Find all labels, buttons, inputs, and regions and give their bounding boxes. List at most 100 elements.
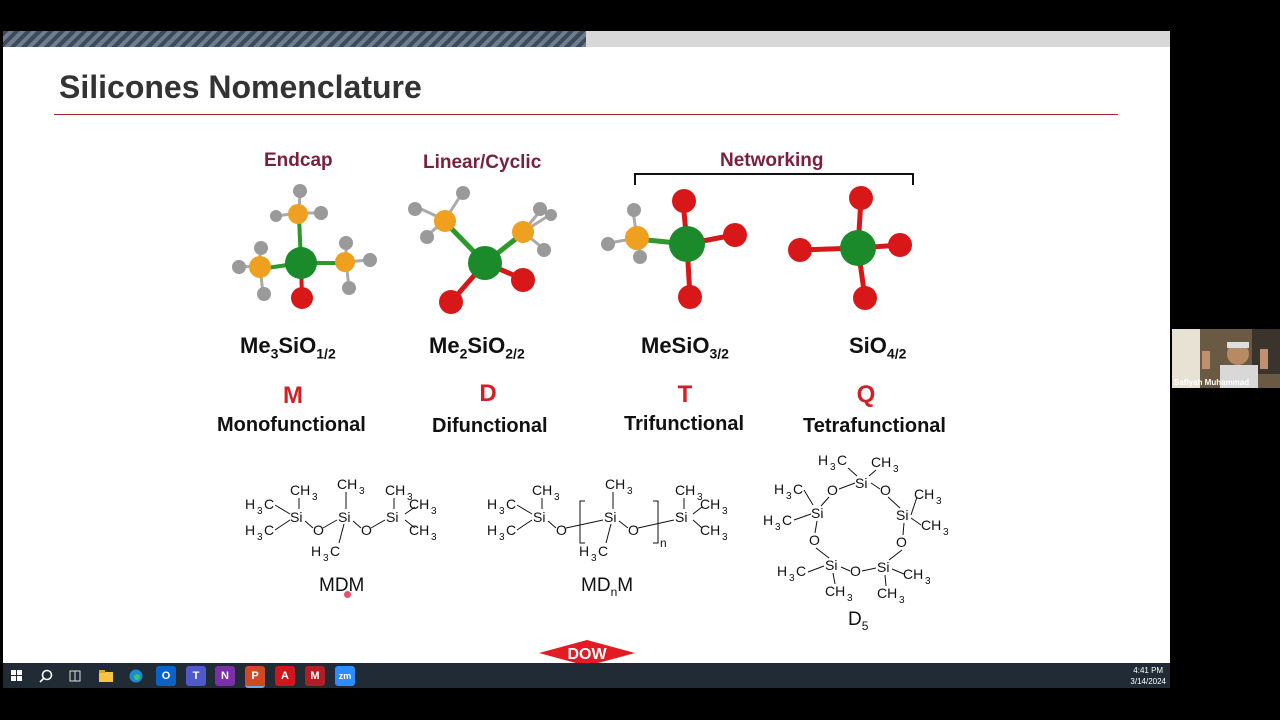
name-difunctional: Difunctional [432, 415, 548, 437]
svg-text:O: O [880, 482, 891, 498]
svg-text:3: 3 [312, 492, 318, 503]
svg-text:3: 3 [591, 553, 597, 564]
svg-text:CH: CH [825, 583, 845, 599]
svg-text:H: H [245, 496, 255, 512]
onenote-icon[interactable]: N [215, 666, 235, 686]
powerpoint-icon[interactable]: P [245, 666, 265, 688]
svg-text:Si: Si [604, 509, 616, 525]
svg-text:CH: CH [385, 482, 405, 498]
svg-text:Si: Si [533, 509, 545, 525]
formula-m: Me3SiO1/2 [240, 333, 336, 362]
svg-text:3: 3 [257, 506, 263, 517]
svg-text:3: 3 [627, 486, 633, 497]
svg-text:3: 3 [925, 576, 931, 587]
svg-text:CH: CH [903, 566, 923, 582]
svg-text:CH: CH [337, 476, 357, 492]
svg-text:3: 3 [554, 492, 560, 503]
svg-text:Si: Si [855, 475, 867, 491]
svg-text:H: H [777, 563, 787, 579]
svg-text:C: C [330, 543, 340, 559]
letter-d: D [479, 380, 497, 407]
svg-text:Si: Si [811, 505, 823, 521]
file-explorer-icon[interactable] [96, 666, 116, 686]
task-view-icon[interactable] [65, 666, 85, 686]
participant-name: Safiyah Muhammad [1174, 378, 1250, 387]
svg-text:O: O [850, 563, 861, 579]
svg-text:3: 3 [893, 464, 899, 475]
svg-text:3: 3 [775, 522, 781, 533]
svg-text:Si: Si [675, 509, 687, 525]
svg-text:C: C [793, 481, 803, 497]
svg-text:O: O [827, 482, 838, 498]
svg-text:3: 3 [943, 527, 949, 538]
zoom-icon[interactable]: zm [335, 666, 355, 686]
svg-text:O: O [556, 522, 567, 538]
svg-text:CH: CH [914, 486, 934, 502]
svg-text:3: 3 [847, 593, 853, 604]
molecule-m-3d [232, 184, 377, 309]
svg-text:3: 3 [789, 573, 795, 584]
category-networking: Networking [720, 150, 824, 171]
formula-d: Me2SiO2/2 [429, 333, 525, 362]
svg-text:O: O [313, 522, 324, 538]
svg-text:H: H [763, 512, 773, 528]
svg-text:3: 3 [257, 532, 263, 543]
svg-text:Si: Si [877, 559, 889, 575]
letter-q: Q [856, 381, 876, 408]
system-clock[interactable]: 4:41 PM 3/14/2024 [1130, 665, 1166, 687]
svg-text:O: O [361, 522, 372, 538]
dow-logo: DOW [539, 640, 635, 663]
svg-text:C: C [506, 522, 516, 538]
svg-text:H: H [487, 496, 497, 512]
svg-text:O: O [809, 532, 820, 548]
svg-text:Si: Si [896, 507, 908, 523]
svg-text:H: H [311, 543, 321, 559]
title-divider [54, 114, 1118, 115]
svg-text:3: 3 [936, 496, 942, 507]
svg-text:H: H [487, 522, 497, 538]
search-icon[interactable] [36, 666, 56, 686]
svg-text:O: O [628, 522, 639, 538]
label-mdnm: MDnM [581, 575, 634, 599]
svg-text:O: O [896, 534, 907, 550]
letter-m: M [283, 382, 303, 409]
windows-start-icon[interactable] [7, 666, 27, 686]
clock-time: 4:41 PM [1133, 666, 1164, 675]
svg-text:C: C [264, 496, 274, 512]
svg-text:CH: CH [877, 585, 897, 601]
svg-text:n: n [660, 536, 667, 550]
svg-text:3: 3 [407, 492, 413, 503]
svg-text:C: C [796, 563, 806, 579]
teams-icon[interactable]: T [186, 666, 206, 686]
svg-text:CH: CH [605, 476, 625, 492]
svg-text:C: C [506, 496, 516, 512]
name-tetrafunctional: Tetrafunctional [803, 415, 946, 437]
svg-text:3: 3 [499, 532, 505, 543]
svg-text:CH: CH [409, 522, 429, 538]
svg-text:3: 3 [899, 595, 905, 606]
svg-text:3: 3 [431, 532, 437, 543]
letter-t: T [677, 381, 693, 408]
slide-header-band [3, 31, 1170, 47]
svg-text:H: H [774, 481, 784, 497]
clock-date: 3/14/2024 [1130, 677, 1166, 686]
edge-icon[interactable] [126, 666, 146, 686]
red-app-icon[interactable]: M [305, 666, 325, 686]
acrobat-icon[interactable]: A [275, 666, 295, 686]
svg-text:H: H [818, 452, 828, 468]
svg-text:C: C [264, 522, 274, 538]
svg-text:H: H [245, 522, 255, 538]
formula-t: MeSiO3/2 [641, 333, 729, 362]
participant-video[interactable]: Safiyah Muhammad [1172, 329, 1280, 388]
svg-text:CH: CH [921, 517, 941, 533]
presentation-slide: Silicones Nomenclature Endcap Linear/Cyc… [3, 31, 1170, 663]
molecule-t-3d [601, 189, 747, 309]
windows-taskbar: O T N P A M zm 4:41 PM 3/14/2024 [3, 663, 1170, 688]
laser-pointer [344, 591, 351, 598]
svg-text:3: 3 [323, 553, 329, 564]
outlook-icon[interactable]: O [156, 666, 176, 686]
label-mdm: MDM [319, 575, 365, 596]
svg-text:Si: Si [290, 509, 302, 525]
svg-text:C: C [782, 512, 792, 528]
